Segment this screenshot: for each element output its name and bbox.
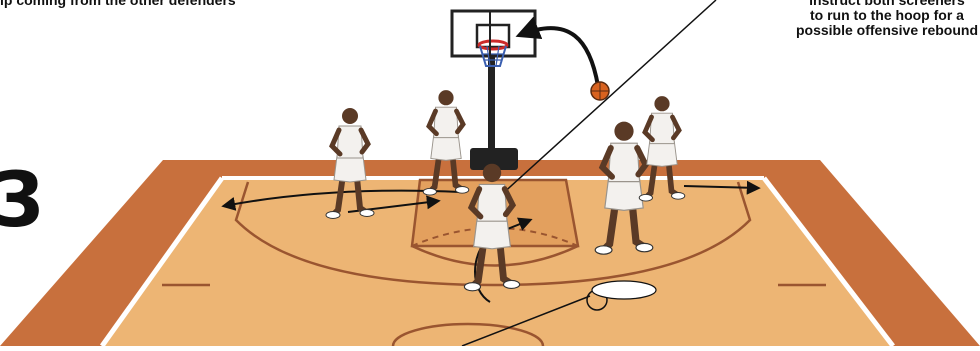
shooter-spot: [592, 281, 656, 299]
caption-right: instruct both screeners to run to the ho…: [796, 0, 978, 38]
basketball-icon: [591, 82, 609, 100]
caption-right-line: possible offensive rebound: [796, 23, 978, 38]
step-number: 3: [0, 162, 45, 238]
caption-right-line: to run to the hoop for a: [796, 8, 978, 23]
caption-left: ip coming from the other defenders: [0, 0, 236, 8]
